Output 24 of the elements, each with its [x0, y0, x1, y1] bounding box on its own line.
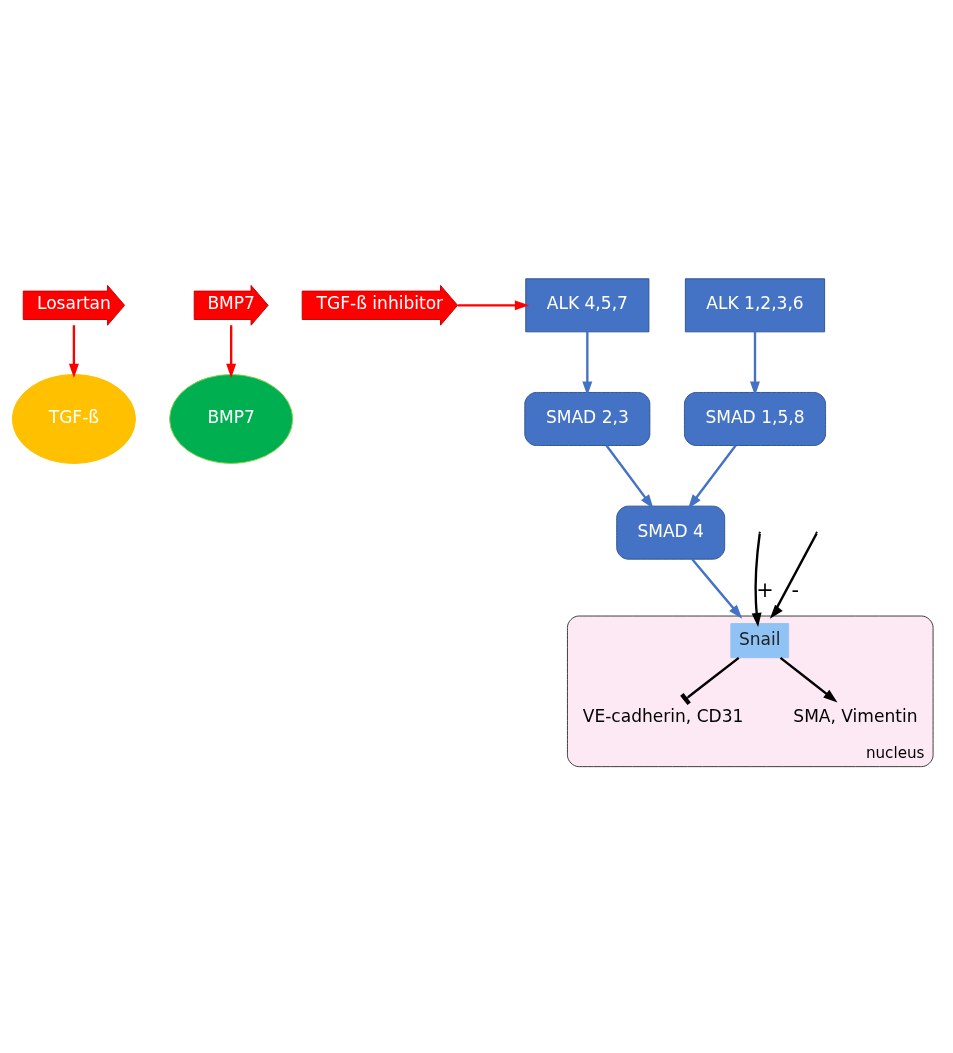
arrow [582, 331, 593, 396]
arrow [691, 558, 743, 619]
node-box: ALK 1,2,3,6 [684, 278, 826, 333]
arrow [688, 444, 737, 509]
arrow [751, 533, 762, 628]
connector [680, 656, 740, 706]
edge-label: + [756, 577, 774, 602]
node-box: SMAD 1,5,8 [683, 392, 827, 446]
node-text: VE-cadherin, CD31 [582, 705, 744, 726]
node-box: ALK 4,5,7 [525, 278, 650, 333]
node-box: SMAD 2,3 [524, 392, 651, 446]
arrow [769, 533, 818, 619]
node-box: SMAD 4 [616, 505, 726, 560]
arrow [605, 444, 654, 509]
node-text: SMA, Vimentin [793, 705, 918, 726]
arrow [68, 325, 79, 378]
node-box: Snail [730, 623, 790, 659]
arrow [457, 300, 530, 311]
node-ellipse: TGF-ß [11, 374, 136, 464]
arrow [226, 325, 237, 378]
arrow [779, 656, 838, 703]
arrow [750, 331, 760, 396]
node-ellipse: BMP7 [169, 374, 294, 464]
edge-label: - [791, 577, 800, 602]
